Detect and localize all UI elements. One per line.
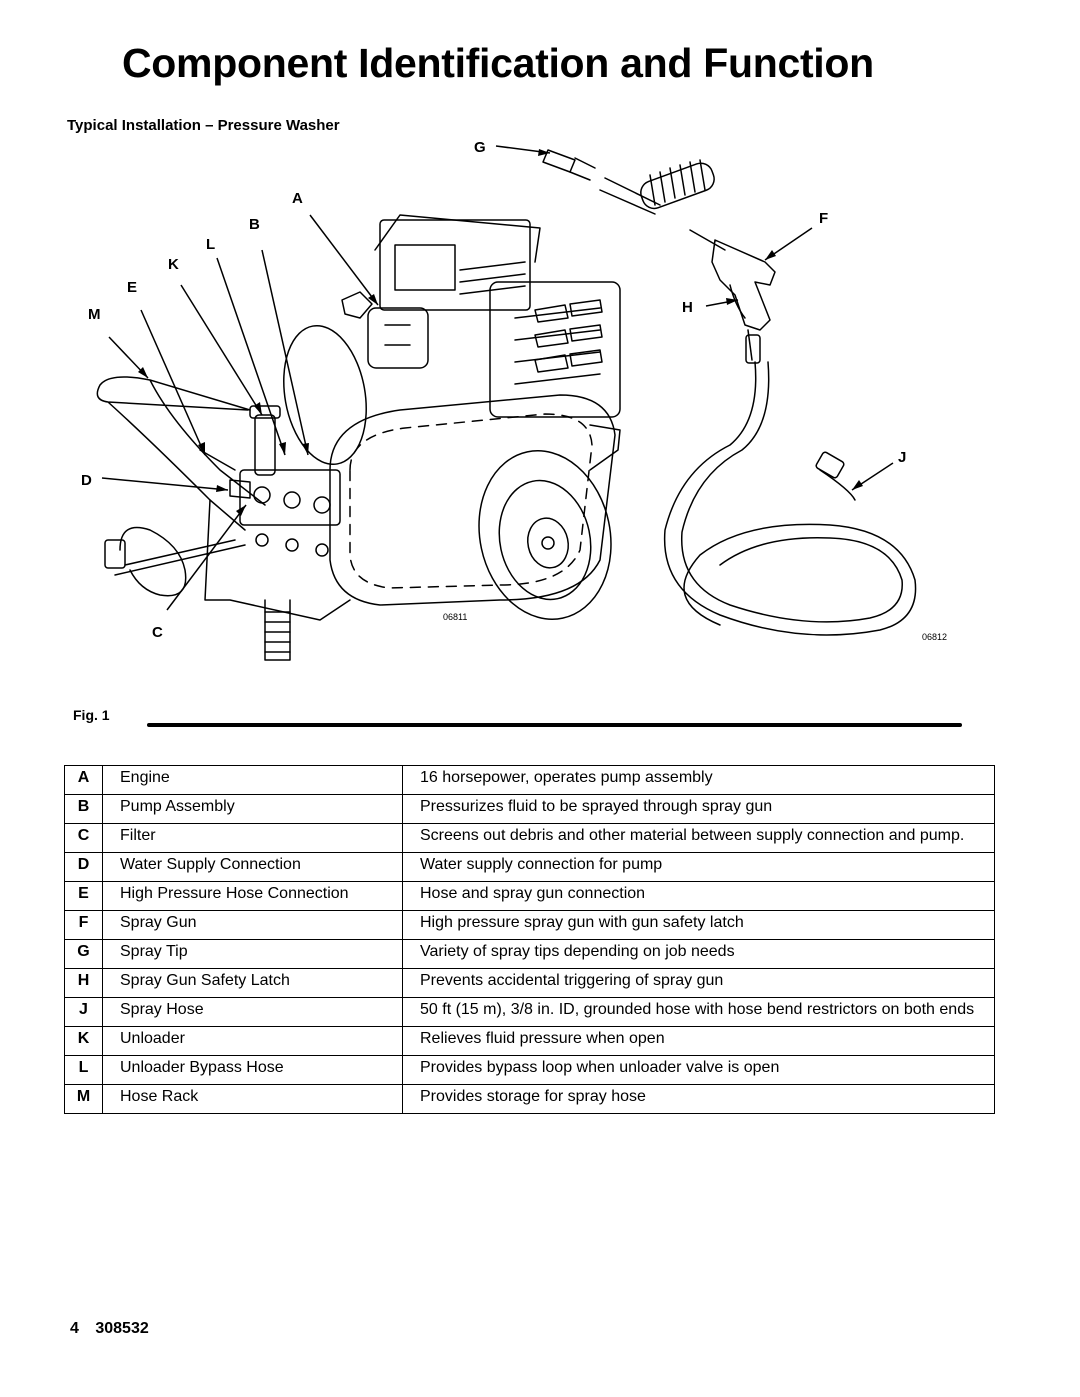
spray-wand-drawing: [542, 149, 726, 251]
part-function: 16 horsepower, operates pump assembly: [402, 765, 995, 795]
callout-a: A: [292, 190, 303, 207]
leader-lines: [101, 145, 894, 611]
part-name: Pump Assembly: [102, 794, 403, 824]
part-function: Screens out debris and other material be…: [402, 823, 995, 853]
spray-hose-drawing: [663, 361, 917, 636]
page-number: 4: [70, 1320, 79, 1337]
hose-rack-drawing: [96, 376, 266, 531]
part-name: Engine: [102, 765, 403, 795]
leader-arrowheads: [138, 149, 863, 516]
callout-m: M: [88, 306, 101, 323]
callout-b: B: [249, 216, 260, 233]
part-name: Unloader Bypass Hose: [102, 1055, 403, 1085]
part-key: L: [64, 1055, 103, 1085]
callout-d: D: [81, 472, 92, 489]
part-name: Hose Rack: [102, 1084, 403, 1114]
spray-gun-drawing: [711, 239, 776, 364]
part-key: G: [64, 939, 103, 969]
part-key: F: [64, 910, 103, 940]
part-function: Pressurizes fluid to be sprayed through …: [402, 794, 995, 824]
part-function: Relieves fluid pressure when open: [402, 1026, 995, 1056]
part-key: A: [64, 765, 103, 795]
document-number: 308532: [95, 1320, 149, 1337]
table-row: K Unloader Relieves fluid pressure when …: [64, 1026, 995, 1056]
table-row: C Filter Screens out debris and other ma…: [64, 823, 995, 853]
figure-label: Fig. 1: [73, 707, 110, 723]
part-name: Spray Hose: [102, 997, 403, 1027]
drawing-number-right: 06812: [922, 632, 947, 642]
figure-rule: [147, 723, 962, 727]
table-row: F Spray Gun High pressure spray gun with…: [64, 910, 995, 940]
table-row: H Spray Gun Safety Latch Prevents accide…: [64, 968, 995, 998]
part-function: Prevents accidental triggering of spray …: [402, 968, 995, 998]
figure-subtitle: Typical Installation – Pressure Washer: [67, 117, 340, 134]
page-title: Component Identification and Function: [122, 40, 874, 86]
part-key: H: [64, 968, 103, 998]
part-name: Unloader: [102, 1026, 403, 1056]
part-key: B: [64, 794, 103, 824]
part-function: Variety of spray tips depending on job n…: [402, 939, 995, 969]
part-key: M: [64, 1084, 103, 1114]
callout-h: H: [682, 299, 693, 316]
page-footer: 4 308532: [70, 1320, 149, 1338]
part-key: E: [64, 881, 103, 911]
part-name: Spray Tip: [102, 939, 403, 969]
pump-assembly-drawing: [199, 405, 341, 557]
callout-e: E: [127, 279, 137, 296]
callout-j: J: [898, 449, 906, 466]
table-row: L Unloader Bypass Hose Provides bypass l…: [64, 1055, 995, 1085]
part-name: Filter: [102, 823, 403, 853]
part-function: 50 ft (15 m), 3/8 in. ID, grounded hose …: [402, 997, 995, 1027]
table-row: A Engine 16 horsepower, operates pump as…: [64, 765, 995, 795]
callout-g: G: [474, 139, 486, 156]
table-row: M Hose Rack Provides storage for spray h…: [64, 1084, 995, 1114]
part-name: High Pressure Hose Connection: [102, 881, 403, 911]
part-key: J: [64, 997, 103, 1027]
part-function: Provides storage for spray hose: [402, 1084, 995, 1114]
part-name: Spray Gun: [102, 910, 403, 940]
table-row: D Water Supply Connection Water supply c…: [64, 852, 995, 882]
part-name: Spray Gun Safety Latch: [102, 968, 403, 998]
part-key: K: [64, 1026, 103, 1056]
table-row: B Pump Assembly Pressurizes fluid to be …: [64, 794, 995, 824]
engine-drawing: [341, 214, 621, 418]
part-function: Hose and spray gun connection: [402, 881, 995, 911]
part-key: D: [64, 852, 103, 882]
part-function: High pressure spray gun with gun safety …: [402, 910, 995, 940]
table-row: G Spray Tip Variety of spray tips depend…: [64, 939, 995, 969]
table-row: J Spray Hose 50 ft (15 m), 3/8 in. ID, g…: [64, 997, 995, 1027]
callout-k: K: [168, 256, 179, 273]
wheel-drawing: [478, 450, 612, 620]
part-name: Water Supply Connection: [102, 852, 403, 882]
part-function: Provides bypass loop when unloader valve…: [402, 1055, 995, 1085]
callout-f: F: [819, 210, 828, 227]
parts-table: A Engine 16 horsepower, operates pump as…: [64, 765, 995, 1114]
drawing-number-left: 06811: [443, 612, 467, 622]
pressure-washer-illustration: A B L K E M D C G F H J 06811 06812: [0, 130, 1080, 670]
part-key: C: [64, 823, 103, 853]
suction-hose-drawing: [264, 599, 291, 661]
callout-c: C: [152, 624, 163, 641]
part-function: Water supply connection for pump: [402, 852, 995, 882]
table-row: E High Pressure Hose Connection Hose and…: [64, 881, 995, 911]
callout-l: L: [206, 236, 215, 253]
